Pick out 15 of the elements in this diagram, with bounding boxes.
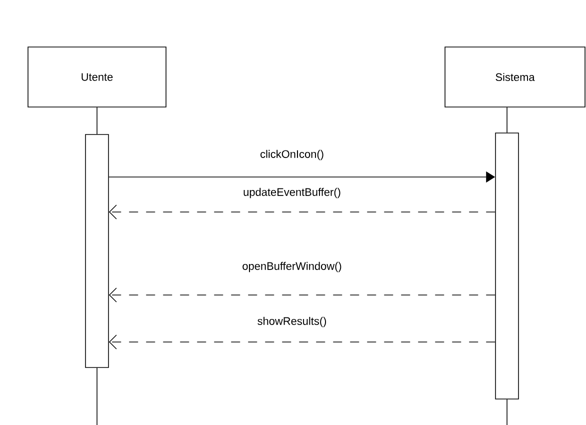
edge-label: clickOnIcon() [259, 148, 325, 162]
return-arrow [108, 334, 496, 350]
lifeline-box: Utente [28, 46, 166, 108]
edge-label: showResults() [256, 316, 328, 328]
edge-label: updateEventBuffer() [242, 186, 342, 200]
lifeline [506, 399, 508, 425]
activation-bar [495, 132, 519, 400]
edge-label: openBufferWindow() [241, 260, 343, 274]
lifeline [506, 107, 508, 133]
lifeline [96, 107, 98, 134]
lifeline-box: Sistema [444, 46, 586, 108]
return-arrow [108, 288, 496, 302]
return-arrow [108, 204, 496, 220]
activation-bar [85, 134, 109, 368]
lifeline [96, 368, 98, 425]
